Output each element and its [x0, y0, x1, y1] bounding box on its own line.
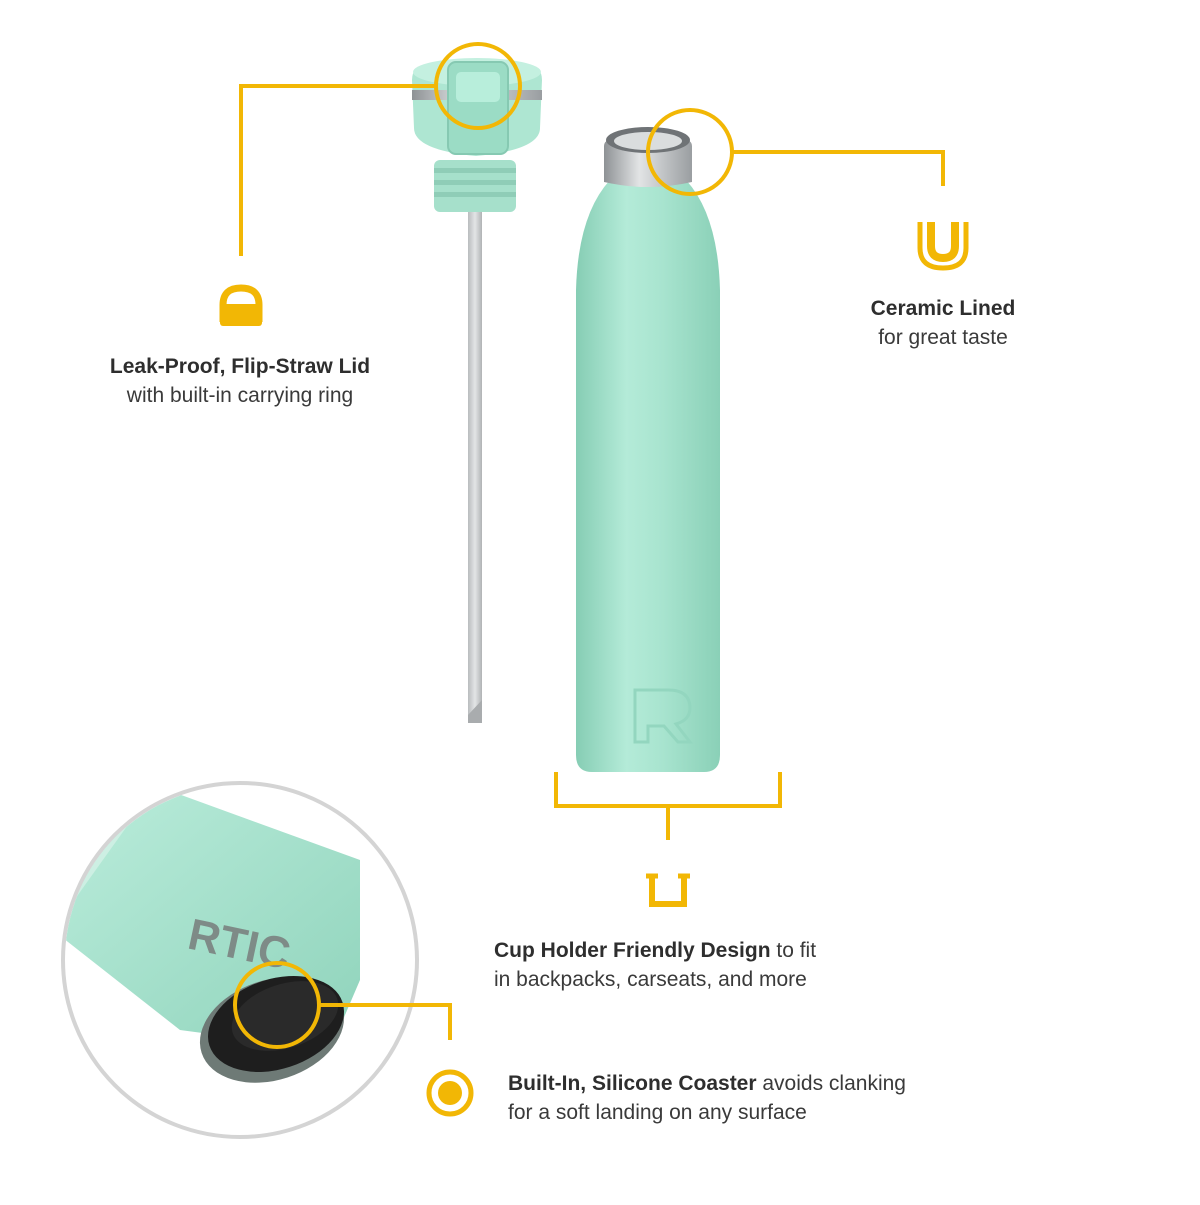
- coaster-title: Built-In, Silicone Coaster: [508, 1072, 757, 1095]
- bottle-emboss-logo: [633, 688, 694, 744]
- cupholder-title: Cup Holder Friendly Design: [494, 939, 771, 962]
- lid-description: with built-in carrying ring: [126, 384, 354, 407]
- flip-straw-lid: [412, 58, 542, 723]
- cupholder-description: in backpacks, carseats, and more: [494, 968, 807, 991]
- ceramic-callout: [646, 108, 969, 271]
- lid-caption: Leak-Proof, Flip-Straw Lid with built-in…: [60, 352, 420, 410]
- coaster-description-inline: avoids clanking: [756, 1072, 906, 1095]
- straw: [468, 205, 482, 723]
- coaster-zoom-view: RTIC: [61, 781, 419, 1139]
- ceramic-cup-icon: [917, 222, 969, 271]
- coaster-callout: [233, 961, 474, 1117]
- ceramic-description: for great taste: [878, 326, 1008, 349]
- lid-thread: [434, 160, 516, 212]
- carry-ring-icon: [219, 284, 263, 326]
- ceramic-caption: Ceramic Lined for great taste: [823, 294, 1063, 352]
- bottle-body: [576, 180, 720, 772]
- lid-title: Leak-Proof, Flip-Straw Lid: [109, 355, 371, 378]
- water-bottle: [576, 127, 720, 772]
- cup-holder-icon: [646, 873, 690, 907]
- cupholder-callout: [554, 772, 782, 907]
- lid-callout: [219, 42, 522, 326]
- coaster-icon: [426, 1069, 474, 1117]
- coaster-caption: Built-In, Silicone Coaster avoids clanki…: [508, 1069, 988, 1127]
- cupholder-caption: Cup Holder Friendly Design to fit in bac…: [494, 936, 914, 994]
- bottle-base-bracket: [554, 772, 782, 808]
- cupholder-description-inline: to fit: [770, 939, 817, 962]
- ceramic-title: Ceramic Lined: [870, 297, 1016, 320]
- coaster-description: for a soft landing on any surface: [508, 1101, 807, 1124]
